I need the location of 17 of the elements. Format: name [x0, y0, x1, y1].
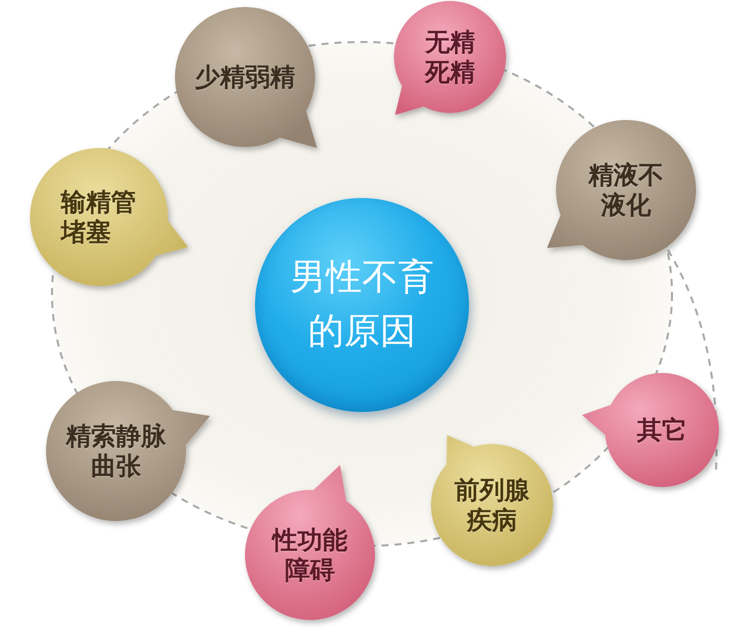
speech-bubble [46, 381, 210, 521]
speech-bubble [394, 1, 506, 115]
bubble-label: 少精弱精 [194, 62, 296, 92]
speech-bubble [547, 120, 696, 260]
speech-bubble [245, 465, 375, 620]
center-title: 男性不育的原因 [289, 256, 435, 354]
speech-bubble [175, 7, 317, 148]
bubble-label: 性功能障碍 [272, 526, 348, 584]
speech-bubble [431, 435, 553, 566]
speech-bubble [582, 373, 719, 487]
speech-bubble [30, 148, 188, 286]
bubble-label: 无精死精 [424, 28, 476, 86]
bubble-label: 其它 [636, 415, 688, 445]
bubble-label: 前列腺疾病 [454, 476, 530, 534]
bubble-label: 精液不液化 [588, 160, 664, 220]
bubble-label: 输精管堵塞 [60, 188, 137, 246]
bubble-label: 精索静脉曲张 [65, 422, 167, 480]
